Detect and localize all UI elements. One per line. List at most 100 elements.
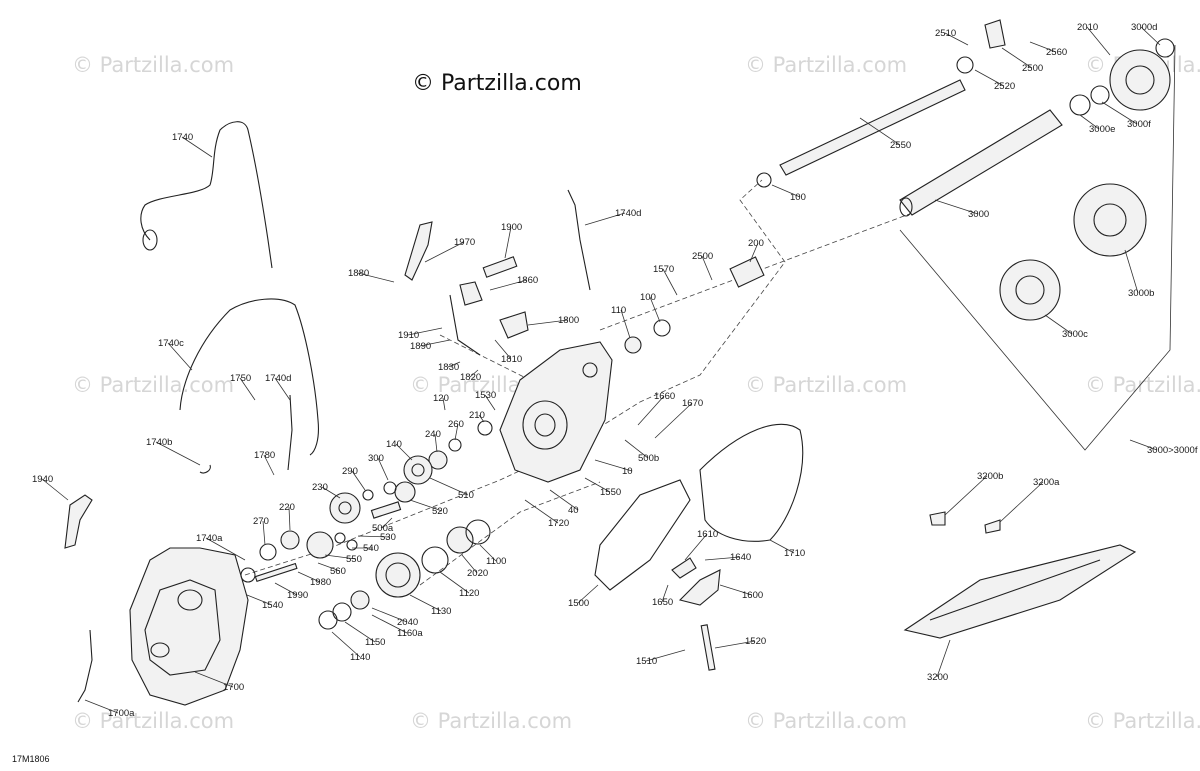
leader-line-1970: [424, 241, 465, 263]
callout-260: 260: [448, 419, 464, 430]
watermark: © Partzilla.com: [72, 373, 234, 397]
leader-line-1750: [239, 377, 256, 401]
lever-1940: [64, 494, 93, 549]
leader-line-1100: [479, 544, 497, 562]
rod-1890: [449, 294, 481, 356]
leader-line-1910: [407, 327, 443, 336]
leader-line-1640: [704, 556, 741, 561]
belts: [594, 423, 804, 671]
fork-1800: [499, 311, 529, 339]
bearing-2040: [350, 590, 370, 610]
callout-2010: 2010: [1077, 22, 1098, 33]
case-cover-1700: [129, 547, 249, 706]
leader-line-1160a: [371, 614, 408, 634]
callout-1970: 1970: [454, 237, 475, 248]
callout-1700: 1700: [223, 682, 244, 693]
washer-530: [334, 532, 346, 544]
leader-line-120: [442, 397, 446, 411]
watermark: © Partzilla.com: [72, 53, 234, 77]
callout-3000b: 3000b: [1128, 288, 1154, 299]
callout-40: 40: [568, 505, 579, 516]
watermark: © Partzilla.com: [745, 709, 907, 733]
callout-270: 270: [253, 516, 269, 527]
leader-line-1810: [494, 339, 512, 360]
ring-270: [259, 543, 277, 561]
ring-3000d: [1155, 38, 1175, 58]
leader-line-1670: [654, 402, 693, 439]
callout-1600: 1600: [742, 590, 763, 601]
callout-220: 220: [279, 502, 295, 513]
leader-line-1540: [246, 594, 273, 606]
callout-1610: 1610: [697, 529, 718, 540]
callout-1540: 1540: [262, 600, 283, 611]
bearing-220: [280, 530, 300, 550]
callout-1750: 1750: [230, 373, 251, 384]
leader-line-560: [317, 562, 341, 572]
lever-1880: [404, 221, 433, 281]
ring-3000f: [1090, 85, 1110, 105]
leader-line-500a: [381, 517, 393, 529]
leader-line-1130: [409, 594, 442, 612]
callout-1530: 1530: [475, 390, 496, 401]
sleeve-200: [729, 256, 765, 288]
leader-line-240: [434, 433, 438, 453]
leader-line-260: [454, 423, 459, 441]
callout-140: 140: [386, 439, 402, 450]
slide-assembly: [903, 511, 1137, 639]
leader-line-2040: [371, 607, 408, 623]
callout-3000: 3000: [968, 209, 989, 220]
cable-1740d-left: [287, 394, 293, 471]
callout-1640: 1640: [730, 552, 751, 563]
callout-1880: 1880: [348, 268, 369, 279]
leader-line-3000f: [1101, 101, 1138, 125]
leader-line-100-top: [771, 184, 801, 198]
leader-line-2500-top: [1001, 47, 1033, 69]
callout-510: 510: [458, 490, 474, 501]
cable-1740c: [179, 298, 319, 456]
leader-line-200: [749, 242, 759, 263]
watermark: © Partzilla.com: [72, 709, 234, 733]
cable-1740: [140, 121, 273, 269]
leader-line-1140: [331, 631, 361, 658]
callout-2040: 2040: [397, 617, 418, 628]
leader-line-1940: [41, 478, 69, 501]
callout-500b: 500b: [638, 453, 659, 464]
watermark: © Partzilla.com: [1085, 709, 1200, 733]
ring-300: [383, 481, 397, 495]
housing-10: [499, 341, 613, 483]
callout-3000e: 3000e: [1089, 124, 1115, 135]
housing-boss: [582, 362, 598, 378]
leader-line-1990: [274, 582, 298, 596]
leader-line-520: [409, 499, 443, 512]
leader-line-2510: [944, 32, 969, 46]
sprocket-3000c: [999, 259, 1061, 321]
callout-1740a: 1740a: [196, 533, 223, 544]
callout-2520: 2520: [994, 81, 1015, 92]
sprocket-3000b: [1073, 183, 1147, 257]
leader-line-500b: [624, 439, 649, 459]
leader-line-1500: [577, 584, 599, 604]
tensioner-1600: [678, 569, 721, 606]
bracket-2500-top: [984, 19, 1006, 49]
callout-3000-range: 3000>3000f: [1147, 445, 1198, 456]
ring-260: [448, 438, 462, 452]
callout-1100: 1100: [486, 556, 506, 567]
gear-550: [306, 531, 334, 559]
leader-line-1150: [344, 621, 376, 643]
leader-line-1610: [684, 533, 708, 561]
bracket-1860: [459, 281, 483, 306]
shift-linkage: [404, 221, 529, 356]
leader-line-1740: [181, 136, 213, 158]
callout-200: 200: [748, 238, 764, 249]
drawing-code: 17M1806: [12, 754, 50, 764]
leader-line-3200: [936, 639, 951, 678]
track-guide-3200: [903, 544, 1137, 639]
pin-1520: [700, 624, 716, 671]
leader-line-2520: [974, 69, 1005, 87]
callout-1980: 1980: [310, 577, 331, 588]
gear-230-hub: [338, 501, 352, 515]
track-guide-rib: [929, 559, 1101, 621]
leader-line-1740b: [155, 441, 201, 466]
callout-1650: 1650: [652, 597, 673, 608]
callout-2020: 2020: [467, 568, 488, 579]
